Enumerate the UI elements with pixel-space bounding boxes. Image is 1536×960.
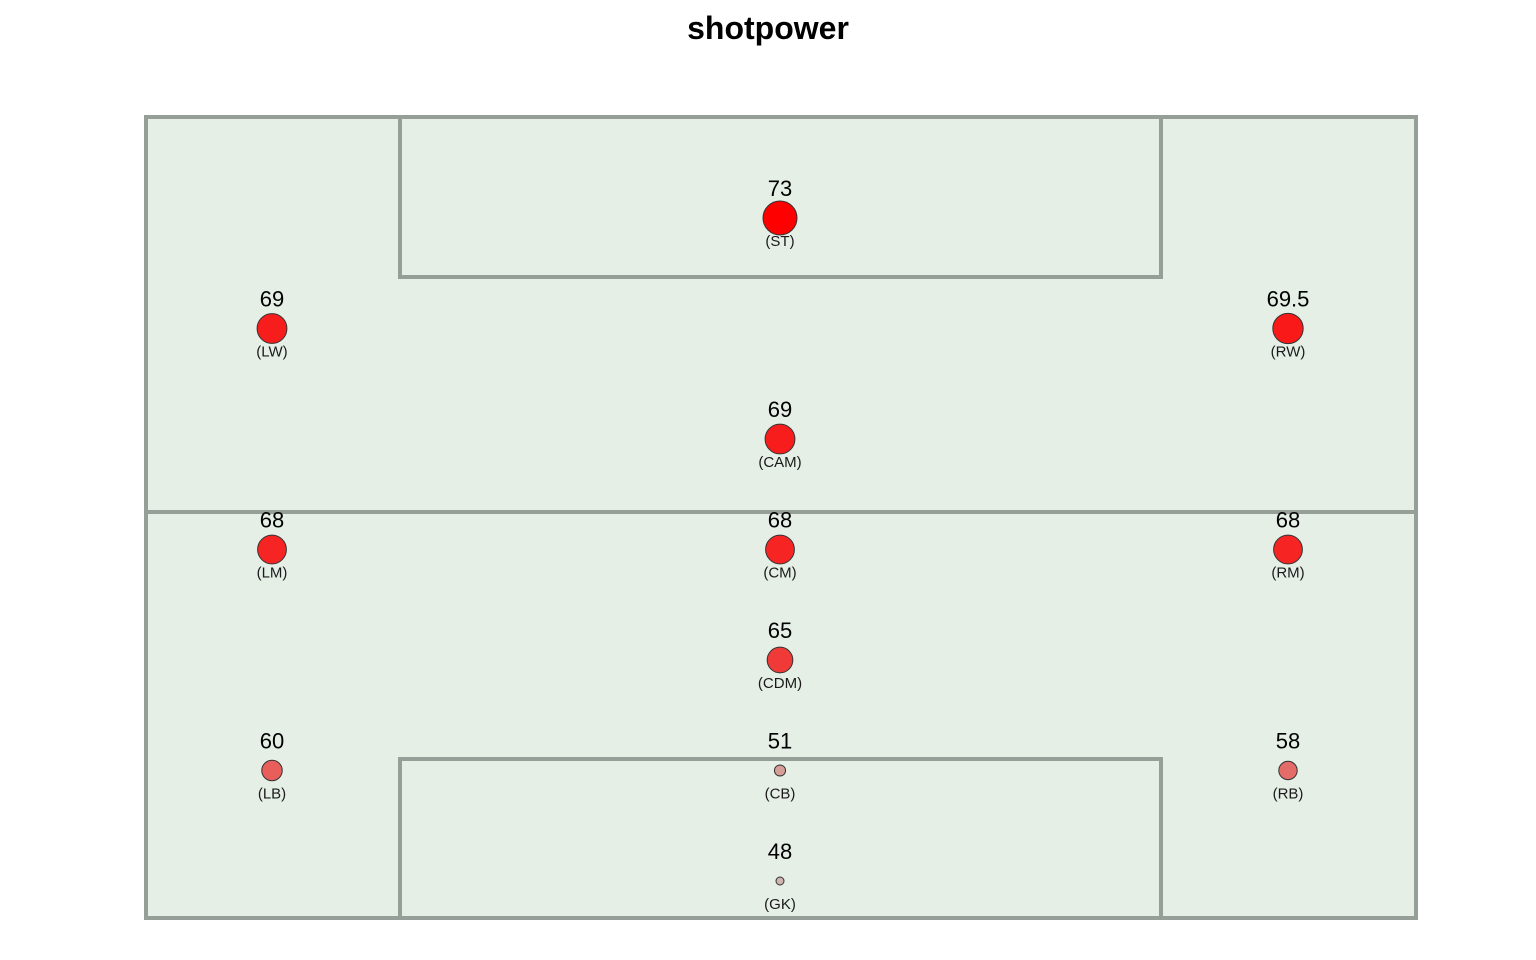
point-rb [1278, 760, 1298, 781]
point-lm [257, 534, 287, 565]
chart-title: shotpower [687, 10, 849, 46]
point-rm [1273, 534, 1303, 565]
point-lb [261, 759, 283, 782]
pitch-background [146, 117, 1416, 918]
point-lw [256, 313, 288, 344]
value-label-cam: 69 [768, 397, 792, 422]
point-cm [765, 534, 795, 565]
value-label-rb: 58 [1276, 729, 1300, 754]
position-label-cdm: (CDM) [758, 675, 802, 692]
position-label-cm: (CM) [763, 565, 796, 582]
position-label-gk: (GK) [764, 896, 796, 913]
value-label-lw: 69 [260, 287, 284, 312]
bottom-penalty-box [398, 757, 1163, 918]
position-label-cam: (CAM) [758, 454, 801, 471]
value-label-cb: 51 [768, 729, 792, 754]
value-label-rw: 69.5 [1267, 287, 1310, 312]
value-label-st: 73 [768, 176, 792, 201]
position-marks: 73 (ST) 69 (LW) 69.5 (RW) 69 (CAM) 68 (LM) 68 (CM) 6… [256, 176, 1309, 913]
value-label-rm: 68 [1276, 508, 1300, 533]
position-label-rb: (RB) [1273, 786, 1304, 803]
value-label-cm: 68 [768, 508, 792, 533]
value-label-gk: 48 [768, 839, 792, 864]
position-label-cb: (CB) [765, 786, 796, 803]
point-cb [773, 764, 787, 777]
position-label-rm: (RM) [1271, 565, 1304, 582]
position-label-lw: (LW) [256, 344, 287, 361]
point-gk [775, 876, 785, 886]
position-label-lm: (LM) [257, 565, 288, 582]
point-st [762, 200, 798, 236]
pitch-boundary [144, 115, 1418, 920]
value-label-lm: 68 [260, 508, 284, 533]
top-penalty-box [398, 117, 1163, 279]
position-label-lb: (LB) [258, 786, 286, 803]
point-cdm [766, 646, 794, 674]
point-rw [1272, 312, 1304, 345]
point-cam [764, 423, 796, 455]
position-label-rw: (RW) [1271, 344, 1306, 361]
value-label-cdm: 65 [768, 618, 792, 643]
value-label-lb: 60 [260, 729, 284, 754]
position-label-st: (ST) [765, 233, 794, 250]
